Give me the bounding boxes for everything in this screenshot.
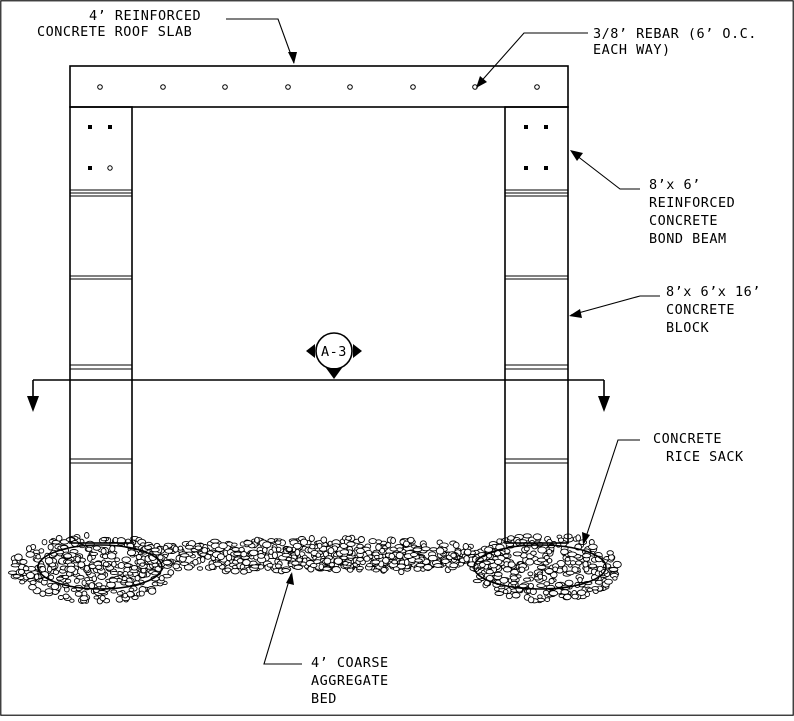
section-marker-a3: A-3 bbox=[306, 332, 362, 379]
aggregate-label-line2: AGGREGATE bbox=[311, 673, 389, 689]
block-label-line1: 8’x 6’x 16’ bbox=[666, 284, 761, 300]
leader-lines bbox=[226, 18, 660, 665]
aggregate-label-line3: BED bbox=[311, 691, 337, 707]
rebar-label-line1: 3/8’ REBAR (6’ O.C. bbox=[593, 26, 757, 42]
roof-slab bbox=[69, 65, 569, 108]
roof-slab-label-line1: 4’ REINFORCED bbox=[89, 8, 201, 24]
rebar-label-line2: EACH WAY) bbox=[593, 42, 671, 58]
right-wall-column bbox=[504, 106, 569, 544]
aggregate-label-line1: 4’ COARSE bbox=[311, 655, 389, 671]
bond-beam-rebar bbox=[88, 125, 548, 171]
roof-slab-label-line2: CONCRETE ROOF SLAB bbox=[37, 24, 192, 40]
rice-sack-label-line2: RICE SACK bbox=[666, 449, 744, 465]
block-label-line3: BLOCK bbox=[666, 320, 710, 336]
callout-labels: 4’ REINFORCED CONCRETE ROOF SLAB 3/8’ RE… bbox=[37, 8, 761, 707]
bond-beam-label-line3: CONCRETE bbox=[649, 213, 718, 229]
left-wall-column bbox=[69, 106, 133, 544]
slab-rebar bbox=[97, 84, 540, 90]
rice-sack-label-line1: CONCRETE bbox=[653, 431, 722, 447]
right-rice-sack-footing bbox=[473, 544, 607, 590]
bond-beam-label-line2: REINFORCED bbox=[649, 195, 735, 211]
section-marker-label: A-3 bbox=[321, 344, 347, 360]
block-label-line2: CONCRETE bbox=[666, 302, 735, 318]
left-rice-sack-footing bbox=[37, 544, 163, 590]
coarse-aggregate-bed bbox=[8, 532, 622, 605]
bond-beam-label-line4: BOND BEAM bbox=[649, 231, 727, 247]
section-cut-line bbox=[27, 379, 610, 412]
bond-beam-label-line1: 8’x 6’ bbox=[649, 177, 701, 193]
